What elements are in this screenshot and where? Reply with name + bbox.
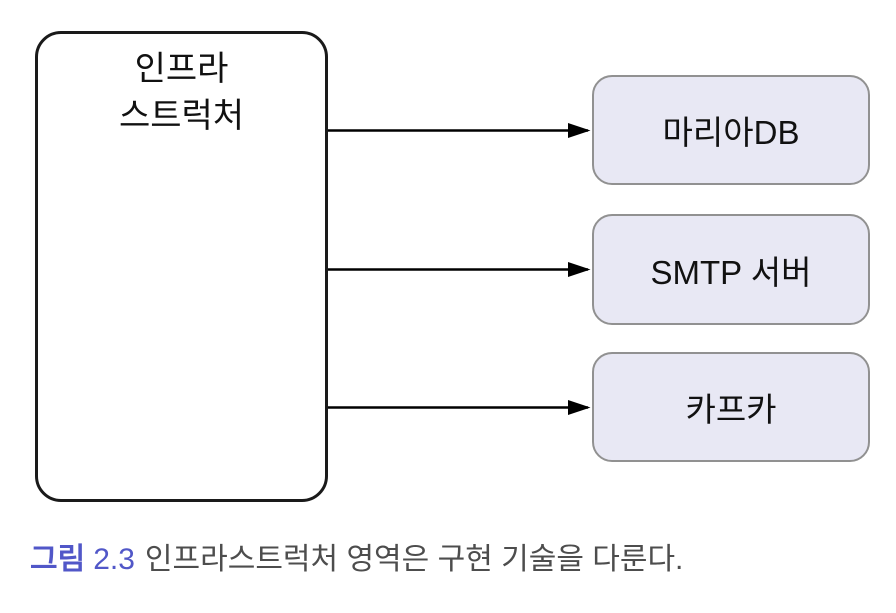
target-box-smtp-server: SMTP 서버 xyxy=(592,214,870,325)
source-box-label-line2: 스트럭처 xyxy=(118,97,245,135)
target-box-kafka-label: 카프카 xyxy=(685,391,777,428)
source-box-label-line1: 인프라 xyxy=(134,50,229,88)
figure-caption-text: 인프라스트럭처 영역은 구현 기술을 다룬다. xyxy=(144,543,684,576)
target-box-mariadb-label: 마리아DB xyxy=(662,114,800,151)
source-box-infrastructure: 인프라 스트럭처 xyxy=(35,31,328,502)
source-box-label: 인프라 스트럭처 xyxy=(38,46,325,140)
target-box-smtp-server-label: SMTP 서버 xyxy=(650,253,812,291)
figure-caption-word: 그림 xyxy=(30,543,86,576)
figure-caption-number: 2.3 xyxy=(93,543,135,576)
target-box-mariadb: 마리아DB xyxy=(592,75,870,185)
target-box-kafka: 카프카 xyxy=(592,352,870,462)
